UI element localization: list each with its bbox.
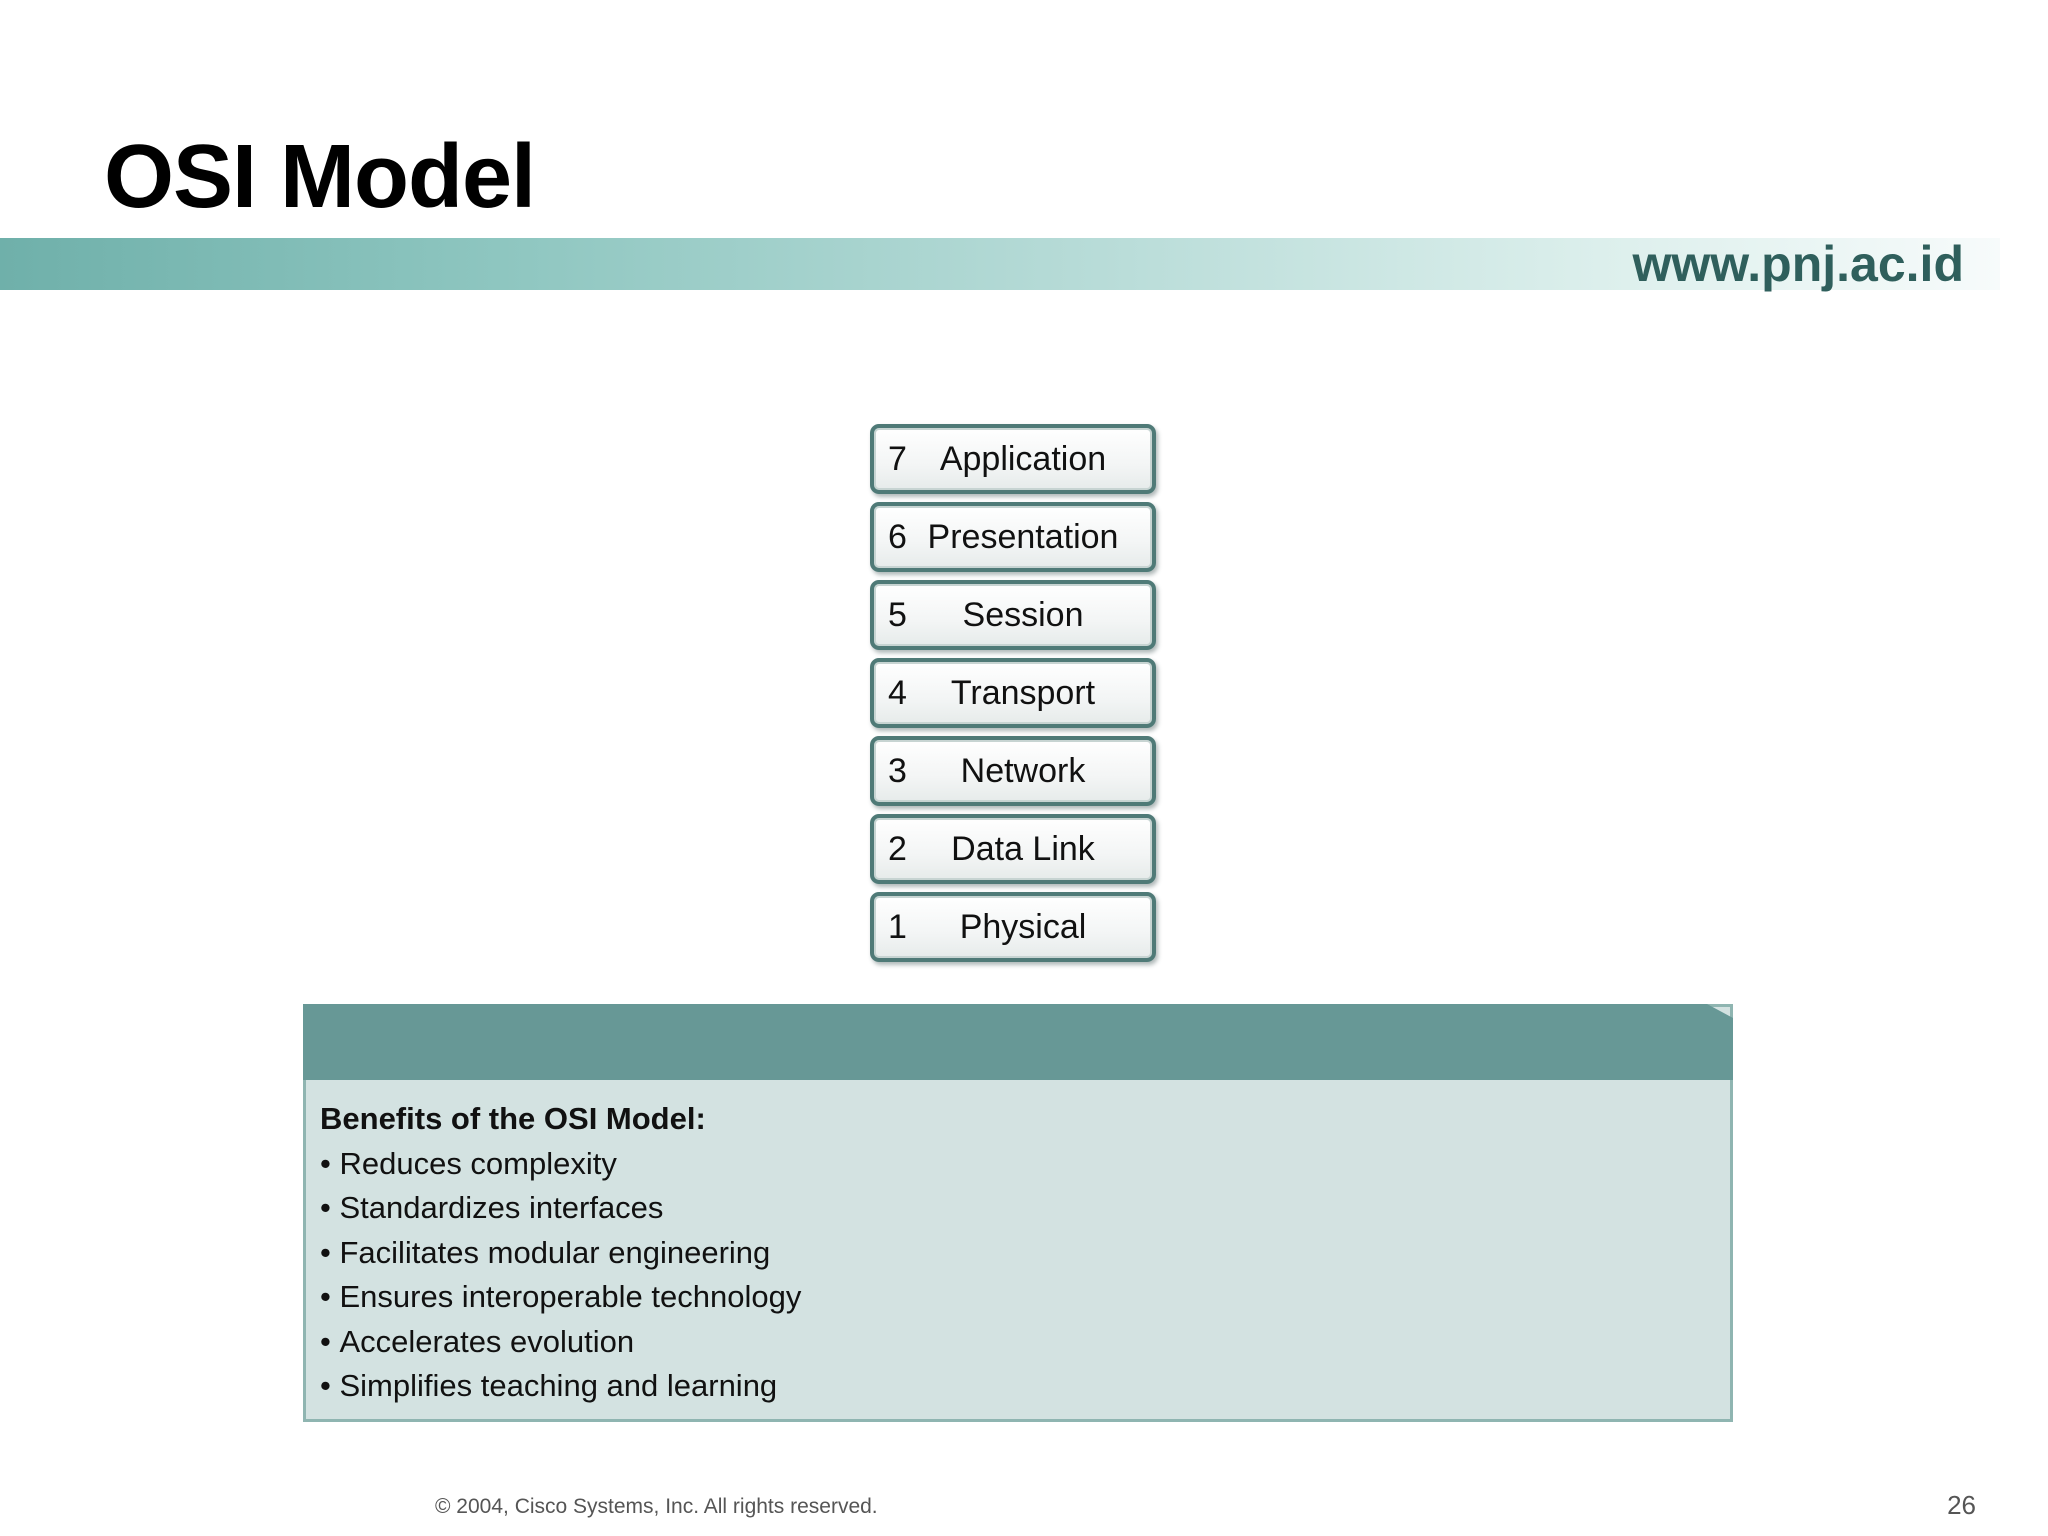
copyright-footer: © 2004, Cisco Systems, Inc. All rights r… (435, 1495, 878, 1518)
benefit-item: Accelerates evolution (320, 1320, 801, 1365)
benefits-panel-header (303, 1004, 1733, 1080)
benefit-item: Reduces complexity (320, 1142, 801, 1187)
osi-layer-presentation: 6 Presentation (870, 502, 1156, 572)
benefit-item: Facilitates modular engineering (320, 1231, 801, 1276)
benefit-item: Ensures interoperable technology (320, 1275, 801, 1320)
osi-layer-physical: 1 Physical (870, 892, 1156, 962)
page-number: 26 (1947, 1490, 1976, 1520)
layer-name: Transport (950, 674, 1096, 712)
osi-layer-network: 3 Network (870, 736, 1156, 806)
layer-number: 4 (888, 674, 907, 712)
osi-layer-stack: 7 Application 6 Presentation 5 Session 4… (870, 424, 1158, 970)
layer-number: 6 (888, 518, 907, 556)
benefits-heading: Benefits of the OSI Model: (320, 1101, 706, 1136)
layer-name: Physical (959, 908, 1087, 946)
layer-name: Presentation (927, 518, 1119, 556)
benefits-panel: Benefits of the OSI Model: Reduces compl… (303, 1004, 1733, 1422)
layer-name: Application (939, 440, 1107, 478)
layer-number: 5 (888, 596, 907, 634)
slide-title: OSI Model (104, 127, 536, 227)
osi-layer-session: 5 Session (870, 580, 1156, 650)
osi-layer-data-link: 2 Data Link (870, 814, 1156, 884)
benefits-panel-body: Benefits of the OSI Model: Reduces compl… (320, 1097, 801, 1409)
site-url: www.pnj.ac.id (1632, 236, 1964, 292)
osi-layer-transport: 4 Transport (870, 658, 1156, 728)
benefit-item: Standardizes interfaces (320, 1186, 801, 1231)
layer-name: Data Link (951, 830, 1095, 868)
layer-number: 7 (888, 440, 907, 478)
benefit-item: Simplifies teaching and learning (320, 1364, 801, 1409)
layer-name: Network (960, 752, 1086, 790)
title-banner (0, 238, 2000, 290)
layer-number: 1 (888, 908, 907, 946)
osi-layer-application: 7 Application (870, 424, 1156, 494)
layer-number: 2 (888, 830, 907, 868)
layer-name: Session (962, 596, 1084, 634)
layer-number: 3 (888, 752, 907, 790)
